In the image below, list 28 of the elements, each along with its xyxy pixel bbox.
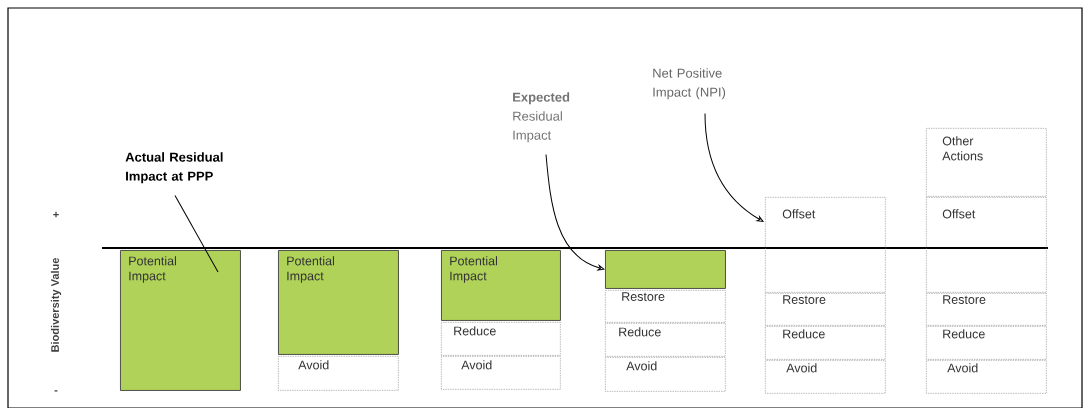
action-box: Restore: [605, 290, 726, 323]
leader-line: [174, 195, 219, 273]
axis-label: Biodiversity Value: [50, 258, 62, 352]
action-box: Offset: [765, 197, 886, 293]
impact-box: Potential Impact: [441, 250, 561, 321]
action-box: Reduce: [605, 323, 726, 357]
action-box: Reduce: [441, 322, 561, 356]
action-box: Reduce: [765, 326, 886, 360]
action-box: Avoid: [926, 360, 1047, 394]
annotation-text: Actual Residual Impact at PPP: [125, 152, 223, 184]
annotation-text: Net Positive Impact (NPI): [653, 68, 726, 100]
axis-sign: +: [53, 211, 59, 218]
axis-sign: -: [54, 390, 58, 392]
impact-box: [605, 250, 726, 289]
curved-arrow: [545, 154, 605, 271]
impact-box: Potential Impact: [120, 250, 241, 391]
action-box: Restore: [765, 293, 886, 326]
action-box: Other Actions: [926, 128, 1047, 197]
action-box: Offset: [926, 197, 1047, 293]
curved-arrow: [704, 113, 764, 222]
action-box: Reduce: [926, 326, 1047, 360]
action-box: Avoid: [441, 356, 561, 390]
annotation-text: Expected Residual Impact: [513, 92, 570, 143]
action-box: Restore: [926, 293, 1047, 326]
impact-box: Potential Impact: [278, 250, 399, 355]
action-box: Avoid: [765, 360, 886, 394]
action-box: Avoid: [605, 357, 726, 392]
action-box: Avoid: [278, 356, 399, 391]
